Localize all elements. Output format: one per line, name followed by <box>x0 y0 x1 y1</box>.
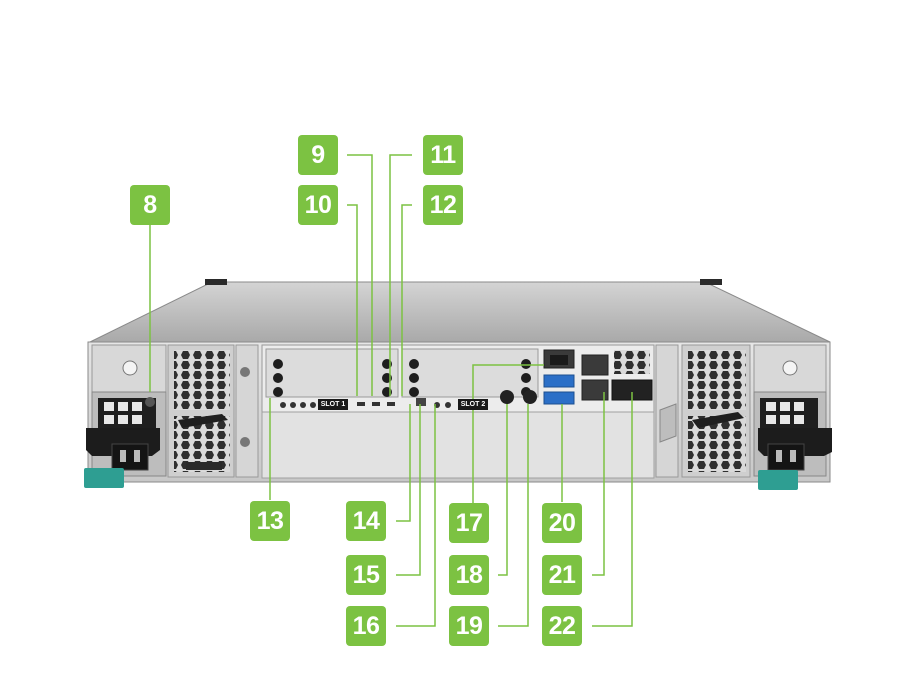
psu-right <box>753 344 832 490</box>
callout-badge-11: 11 <box>423 135 463 175</box>
leader-lines <box>149 154 633 627</box>
callout-badge-8: 8 <box>130 185 170 225</box>
slot-2-label: SLOT 2 <box>458 399 488 410</box>
io-bay <box>261 344 655 479</box>
callout-badge-20: 20 <box>542 503 582 543</box>
callout-badge-22: 22 <box>542 606 582 646</box>
fan-right <box>655 344 751 478</box>
callout-badge-17: 17 <box>449 503 489 543</box>
callout-badge-18: 18 <box>449 555 489 595</box>
fan-left <box>167 344 259 478</box>
callout-badge-12: 12 <box>423 185 463 225</box>
callout-badge-19: 19 <box>449 606 489 646</box>
top-cover <box>89 281 831 343</box>
callout-badge-16: 16 <box>346 606 386 646</box>
psu-left <box>84 344 167 488</box>
callout-badge-13: 13 <box>250 501 290 541</box>
callout-badge-21: 21 <box>542 555 582 595</box>
callout-badge-14: 14 <box>346 501 386 541</box>
callout-badge-15: 15 <box>346 555 386 595</box>
callout-badge-9: 9 <box>298 135 338 175</box>
slot-1-label: SLOT 1 <box>318 399 348 410</box>
callout-badge-10: 10 <box>298 185 338 225</box>
